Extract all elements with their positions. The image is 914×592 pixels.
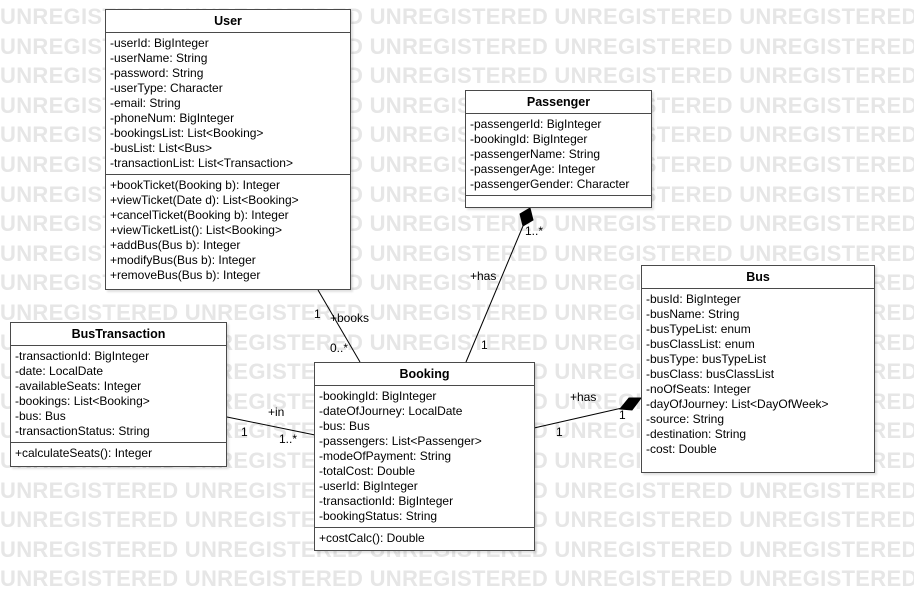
class-passenger-operations: [466, 196, 651, 208]
attribute: -availableSeats: Integer: [15, 379, 142, 393]
class-booking-operations: +costCalc(): Double: [315, 528, 534, 549]
attribute: -bus: Bus: [319, 419, 370, 433]
user-booking-role-label: +books: [330, 311, 370, 325]
transaction-booking-booking-multiplicity: 1..*: [279, 432, 298, 446]
class-bus-transaction-operations: +calculateSeats(): Integer: [11, 443, 226, 464]
attribute: -userName: String: [110, 51, 208, 65]
attribute: -busList: List<Bus>: [110, 141, 213, 155]
attribute: -date: LocalDate: [15, 364, 104, 378]
composition-diamond-passenger: [519, 207, 534, 227]
booking-bus-booking-multiplicity: 1: [556, 425, 563, 439]
attribute: -email: String: [110, 96, 181, 110]
class-user-name: User: [106, 10, 350, 33]
attribute: -source: String: [646, 412, 725, 426]
attribute: -passengerName: String: [470, 147, 601, 161]
operation: +costCalc(): Double: [319, 531, 425, 545]
attribute: -phoneNum: BigInteger: [110, 111, 235, 125]
class-passenger-attributes: -passengerId: BigInteger -bookingId: Big…: [466, 114, 651, 196]
passenger-booking-passenger-multiplicity: 1..*: [525, 224, 544, 238]
class-bus-transaction[interactable]: BusTransaction -transactionId: BigIntege…: [10, 322, 227, 467]
attribute: -userId: BigInteger: [319, 479, 418, 493]
attribute: -passengers: List<Passenger>: [319, 434, 482, 448]
operation: +viewTicket(Date d): List<Booking>: [110, 193, 299, 207]
operation: +modifyBus(Bus b): Integer: [110, 253, 256, 267]
association-booking-bus: [533, 407, 623, 429]
attribute: -busName: String: [646, 307, 740, 321]
booking-bus-role-label: +has: [570, 390, 597, 404]
class-passenger[interactable]: Passenger -passengerId: BigInteger -book…: [465, 90, 652, 208]
attribute: -password: String: [110, 66, 204, 80]
attribute: -passengerGender: Character: [470, 177, 630, 191]
attribute: -passengerId: BigInteger: [470, 117, 602, 131]
transaction-booking-role-label: +in: [268, 405, 285, 419]
attribute: -transactionId: BigInteger: [15, 349, 150, 363]
user-booking-user-multiplicity: 1: [314, 307, 321, 321]
passenger-booking-booking-multiplicity: 1: [481, 338, 488, 352]
attribute: -transactionId: BigInteger: [319, 494, 454, 508]
attribute: -modeOfPayment: String: [319, 449, 452, 463]
attribute: -busId: BigInteger: [646, 292, 741, 306]
class-bus[interactable]: Bus -busId: BigInteger -busName: String …: [641, 265, 875, 473]
class-booking[interactable]: Booking -bookingId: BigInteger -dateOfJo…: [314, 362, 535, 551]
transaction-booking-transaction-multiplicity: 1: [241, 425, 248, 439]
operation: +removeBus(Bus b): Integer: [110, 268, 261, 282]
attribute: -busClass: busClassList: [646, 367, 775, 381]
class-booking-name: Booking: [315, 363, 534, 386]
attribute: -dateOfJourney: LocalDate: [319, 404, 463, 418]
class-booking-attributes: -bookingId: BigInteger -dateOfJourney: L…: [315, 386, 534, 528]
attribute: -totalCost: Double: [319, 464, 416, 478]
attribute: -noOfSeats: Integer: [646, 382, 751, 396]
attribute: -busTypeList: enum: [646, 322, 751, 336]
attribute: -bookingsList: List<Booking>: [110, 126, 264, 140]
operation: +calculateSeats(): Integer: [15, 446, 153, 460]
attribute: -transactionStatus: String: [15, 424, 150, 438]
attribute: -cost: Double: [646, 442, 717, 456]
attribute: -bookingId: BigInteger: [319, 389, 437, 403]
operation: +viewTicketList(): List<Booking>: [110, 223, 282, 237]
class-bus-name: Bus: [642, 266, 874, 289]
attribute: -bookingStatus: String: [319, 509, 438, 523]
attribute: -dayOfJourney: List<DayOfWeek>: [646, 397, 829, 411]
class-user-attributes: -userId: BigInteger -userName: String -p…: [106, 33, 350, 175]
passenger-booking-role-label: +has: [470, 269, 497, 283]
attribute: -userId: BigInteger: [110, 36, 209, 50]
attribute: -transactionList: List<Transaction>: [110, 156, 293, 170]
association-user-booking: [317, 289, 361, 363]
class-bus-attributes: -busId: BigInteger -busName: String -bus…: [642, 289, 874, 460]
operation: +addBus(Bus b): Integer: [110, 238, 241, 252]
attribute: -destination: String: [646, 427, 747, 441]
association-transaction-booking: [226, 416, 316, 436]
class-user[interactable]: User -userId: BigInteger -userName: Stri…: [105, 9, 351, 290]
composition-diamond-bus: [619, 397, 642, 411]
user-booking-booking-multiplicity: 0..*: [330, 341, 349, 355]
attribute: -passengerAge: Integer: [470, 162, 596, 176]
attribute: -busType: busTypeList: [646, 352, 767, 366]
operation: +cancelTicket(Booking b): Integer: [110, 208, 289, 222]
class-user-operations: +bookTicket(Booking b): Integer +viewTic…: [106, 175, 350, 286]
attribute: -bus: Bus: [15, 409, 66, 423]
attribute: -bookings: List<Booking>: [15, 394, 150, 408]
association-passenger-booking: [465, 225, 524, 363]
class-passenger-name: Passenger: [466, 91, 651, 114]
attribute: -busClassList: enum: [646, 337, 755, 351]
booking-bus-bus-multiplicity: 1: [619, 408, 626, 422]
operation: +bookTicket(Booking b): Integer: [110, 178, 280, 192]
class-bus-transaction-attributes: -transactionId: BigInteger -date: LocalD…: [11, 346, 226, 443]
attribute: -userType: Character: [110, 81, 223, 95]
class-bus-transaction-name: BusTransaction: [11, 323, 226, 346]
attribute: -bookingId: BigInteger: [470, 132, 588, 146]
